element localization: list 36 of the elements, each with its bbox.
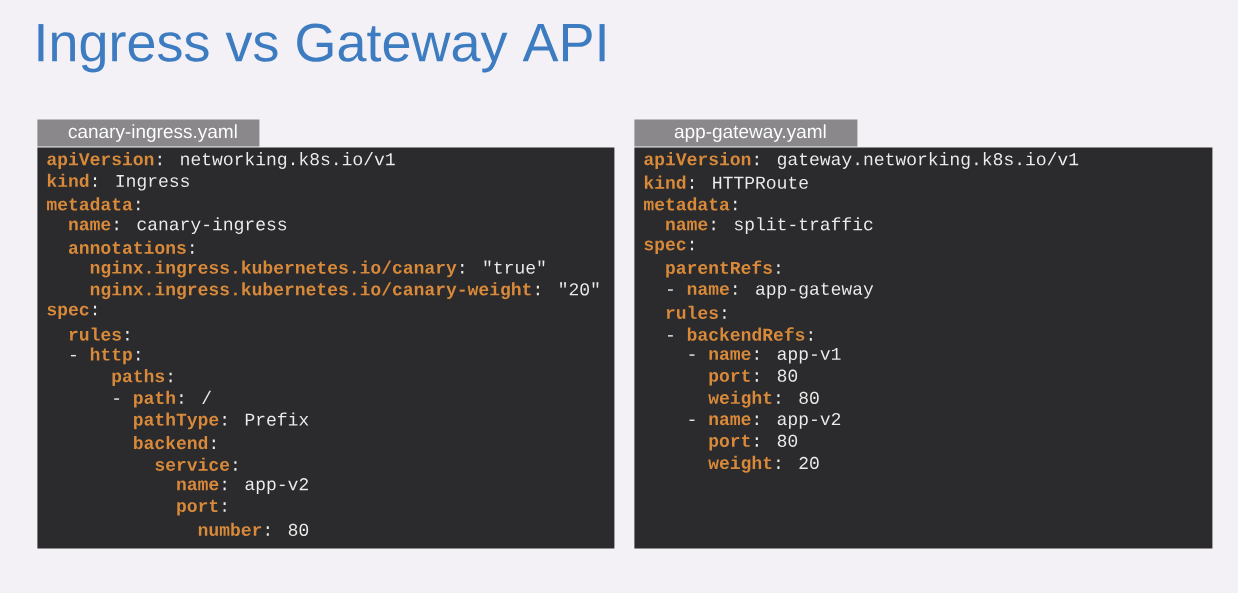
code-line: metadata:: [47, 197, 140, 211]
code-line: - backendRefs:: [667, 327, 812, 341]
code-line: kind: Ingress: [47, 173, 189, 191]
code-line: rules:: [69, 327, 129, 341]
code-line: port: 80: [709, 434, 798, 451]
code-line: metadata:: [644, 197, 737, 211]
file-tab: app-gateway.yaml: [634, 119, 858, 147]
code-line: apiVersion: gateway.networking.k8s.io/v1: [644, 152, 1079, 169]
code-line: weight: 80: [708, 390, 819, 408]
code-line: spec:: [644, 240, 694, 254]
code-line: spec:: [47, 305, 97, 320]
file-tab: canary-ingress.yaml: [37, 119, 260, 147]
title: Ingress vs Gateway API: [38, 23, 605, 73]
code-line: parentRefs:: [666, 260, 780, 278]
code-line: - path: /: [114, 390, 211, 408]
code-line: rules:: [666, 305, 726, 319]
code-line: nginx.ingress.kubernetes.io/canary: "true": [90, 260, 545, 278]
code-line: nginx.ingress.kubernetes.io/canary-weight: "20": [90, 282, 599, 300]
code-line: port: 80: [709, 369, 798, 386]
code-line: name: canary-ingress: [69, 217, 287, 234]
code-line: weight: 20: [708, 455, 819, 473]
code-line: apiVersion: networking.k8s.io/v1: [47, 152, 395, 169]
code-line: number: 80: [198, 522, 309, 536]
code-line: kind: HTTPRoute: [644, 175, 808, 189]
code-line: port:: [177, 499, 226, 516]
code-line: - http:: [70, 347, 140, 365]
code-line: paths:: [112, 369, 172, 386]
code-line: - name: app-gateway: [667, 282, 874, 299]
code-line: pathType: Prefix: [134, 412, 309, 430]
code-line: annotations:: [68, 240, 194, 254]
code-line: - name: app-v1: [689, 348, 841, 364]
code-line: backend:: [134, 436, 215, 450]
code-line: service:: [155, 457, 237, 471]
code-line: - name: app-v2: [689, 413, 841, 429]
code-line: name: app-v2: [177, 478, 308, 494]
code-line: name: split-traffic: [666, 217, 873, 234]
